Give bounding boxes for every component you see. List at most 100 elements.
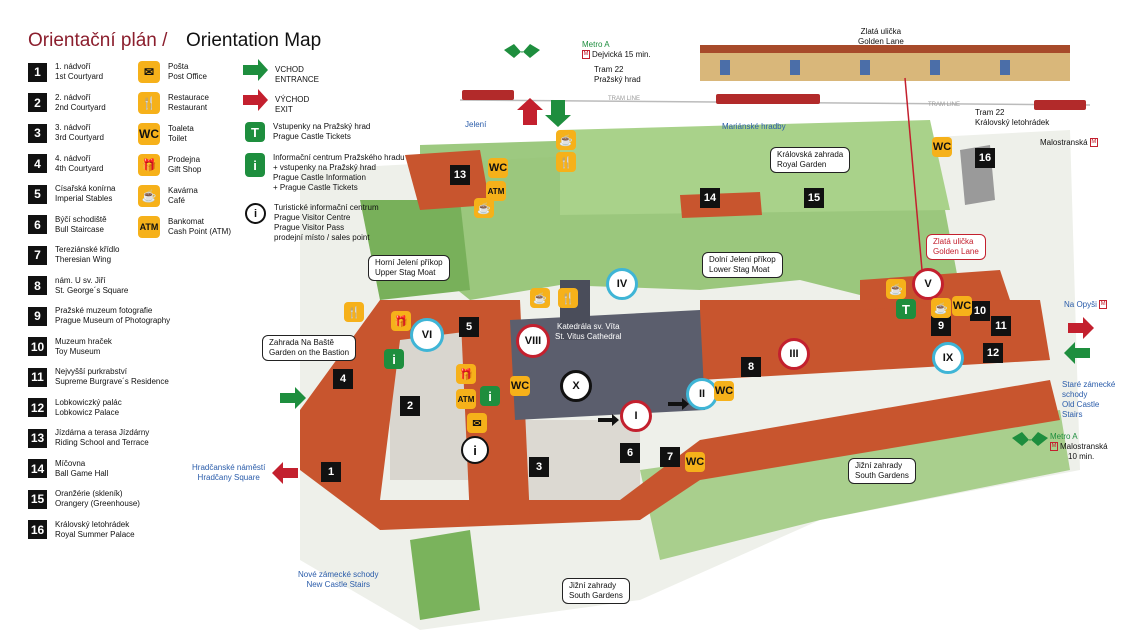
gate-marker-v[interactable]: V xyxy=(912,268,944,300)
legend-number-badge: 3 xyxy=(28,123,47,143)
gate-marker-ix[interactable]: IX xyxy=(932,342,964,374)
legend-number-english: Riding School and Terrace xyxy=(55,438,149,447)
gate-marker-iii[interactable]: III xyxy=(778,338,810,370)
map-post-office-icon[interactable]: ✉ xyxy=(467,413,487,433)
gate-marker-viii[interactable]: VIII xyxy=(516,324,550,358)
gate-marker-x[interactable]: X xyxy=(560,370,592,402)
label-lower-moat: Dolní Jelení příkop Lower Stag Moat xyxy=(702,252,783,278)
map-toilet-icon[interactable]: WC xyxy=(510,376,530,396)
restaurant-icon: 🍴 xyxy=(138,92,160,114)
map-number-5[interactable]: 5 xyxy=(459,317,479,337)
legend-number-czech: 2. nádvoří xyxy=(55,92,91,102)
tram-line-label-b: TRAM LINE xyxy=(928,102,961,108)
legend-entrance: VCHOD ENTRANCE xyxy=(275,65,320,84)
entrance-arrow-east xyxy=(1064,342,1090,364)
tram-top-label: Tram 22 Pražský hrad xyxy=(594,65,641,84)
south-gardens-green xyxy=(640,410,1070,560)
legend-number-czech: Tereziánské křídlo xyxy=(55,245,120,254)
legend-exit-arrow xyxy=(243,89,268,111)
legend-number-badge: 5 xyxy=(28,184,47,204)
map-number-13[interactable]: 13 xyxy=(450,165,470,185)
map-restaurant-icon[interactable]: 🍴 xyxy=(344,302,364,322)
map-tourist-info-icon[interactable]: i xyxy=(461,436,489,464)
legend-info-centre: i Informační centrum Pražského hradu + v… xyxy=(245,153,405,193)
map-number-15[interactable]: 15 xyxy=(804,188,824,208)
tram-1 xyxy=(462,90,514,100)
map-number-10[interactable]: 10 xyxy=(970,301,990,321)
gate-marker-iv[interactable]: IV xyxy=(606,268,638,300)
map-atm-icon[interactable]: ATM xyxy=(486,181,506,201)
map-number-6[interactable]: 6 xyxy=(620,443,640,463)
tram-3 xyxy=(1034,100,1086,110)
map-gift-shop-icon[interactable]: 🎁 xyxy=(391,311,411,331)
legend-service-english: Cash Point (ATM) xyxy=(168,227,231,236)
legend-number-badge: 9 xyxy=(28,306,47,326)
map-cafe-icon[interactable]: ☕ xyxy=(931,298,951,318)
legend-number-czech: nám. U sv. Jiří xyxy=(55,275,106,285)
map-toilet-icon[interactable]: WC xyxy=(932,137,952,157)
map-number-14[interactable]: 14 xyxy=(700,188,720,208)
map-number-16[interactable]: 16 xyxy=(975,148,995,168)
map-restaurant-icon[interactable]: 🍴 xyxy=(558,288,578,308)
legend-service-czech: Restaurace xyxy=(168,93,209,102)
courtyard-2 xyxy=(390,330,470,480)
legend-number-english: Ball Game Hall xyxy=(55,468,109,478)
malostranska-top-label: Malostranská M xyxy=(1040,138,1098,148)
map-toilet-icon[interactable]: WC xyxy=(952,296,972,316)
legend-service-czech: Bankomat xyxy=(168,217,205,226)
ball-game-hall-roof xyxy=(680,192,762,218)
map-number-11[interactable]: 11 xyxy=(991,316,1011,336)
map-atm-icon[interactable]: ATM xyxy=(456,389,476,409)
legend-number-english: Supreme Burgrave´s Residence xyxy=(55,377,169,386)
legend-number-badge: 8 xyxy=(28,276,47,295)
legend-number-badge: 7 xyxy=(28,245,47,265)
map-number-1[interactable]: 1 xyxy=(321,462,341,482)
map-cafe-icon[interactable]: ☕ xyxy=(474,198,494,218)
legend-number-english: Royal Summer Palace xyxy=(55,529,135,539)
legend-service-czech: Toaleta xyxy=(168,124,194,133)
legend-number-english: Theresian Wing xyxy=(55,255,112,264)
map-toilet-icon[interactable]: WC xyxy=(714,381,734,401)
legend-number-badge: 10 xyxy=(28,337,47,356)
map-toilet-icon[interactable]: WC xyxy=(685,452,705,472)
map-number-8[interactable]: 8 xyxy=(741,357,761,377)
map-cafe-icon[interactable]: ☕ xyxy=(530,288,550,308)
legend-number-czech: 4. nádvoří xyxy=(55,153,91,163)
map-info-centre-icon[interactable]: i xyxy=(384,349,404,369)
map-cafe-icon[interactable]: ☕ xyxy=(556,130,576,150)
map-tickets-icon[interactable]: T xyxy=(896,299,916,319)
metro-logo-bottom xyxy=(1012,432,1048,446)
map-number-7[interactable]: 7 xyxy=(660,447,680,467)
metro-marker-icon: M xyxy=(1099,300,1108,310)
map-cafe-icon[interactable]: ☕ xyxy=(886,279,906,299)
map-number-2[interactable]: 2 xyxy=(400,396,420,416)
map-number-4[interactable]: 4 xyxy=(333,369,353,389)
castle-wings-roof xyxy=(300,300,1060,530)
legend-number-czech: 1. nádvoří xyxy=(55,62,91,71)
golden-lane-pointer xyxy=(904,77,923,271)
legend-service-english: Post Office xyxy=(168,72,207,81)
map-toilet-icon[interactable]: WC xyxy=(488,158,508,178)
map-gift-shop-icon[interactable]: 🎁 xyxy=(456,364,476,384)
map-number-12[interactable]: 12 xyxy=(983,343,1003,363)
gate-marker-vi[interactable]: VI xyxy=(410,318,444,352)
label-na-opysi: Na Opyši M xyxy=(1064,300,1108,310)
legend-number-badge: 6 xyxy=(28,215,47,234)
legend-number-badge: 1 xyxy=(28,62,47,82)
legend-exit: VÝCHOD EXIT xyxy=(275,95,310,114)
gate-marker-ii[interactable]: II xyxy=(686,378,718,410)
map-number-3[interactable]: 3 xyxy=(529,457,549,477)
map-restaurant-icon[interactable]: 🍴 xyxy=(556,152,576,172)
map-number-9[interactable]: 9 xyxy=(931,316,951,336)
map-info-centre-icon[interactable]: i xyxy=(480,386,500,406)
gate-marker-i[interactable]: I xyxy=(620,400,652,432)
